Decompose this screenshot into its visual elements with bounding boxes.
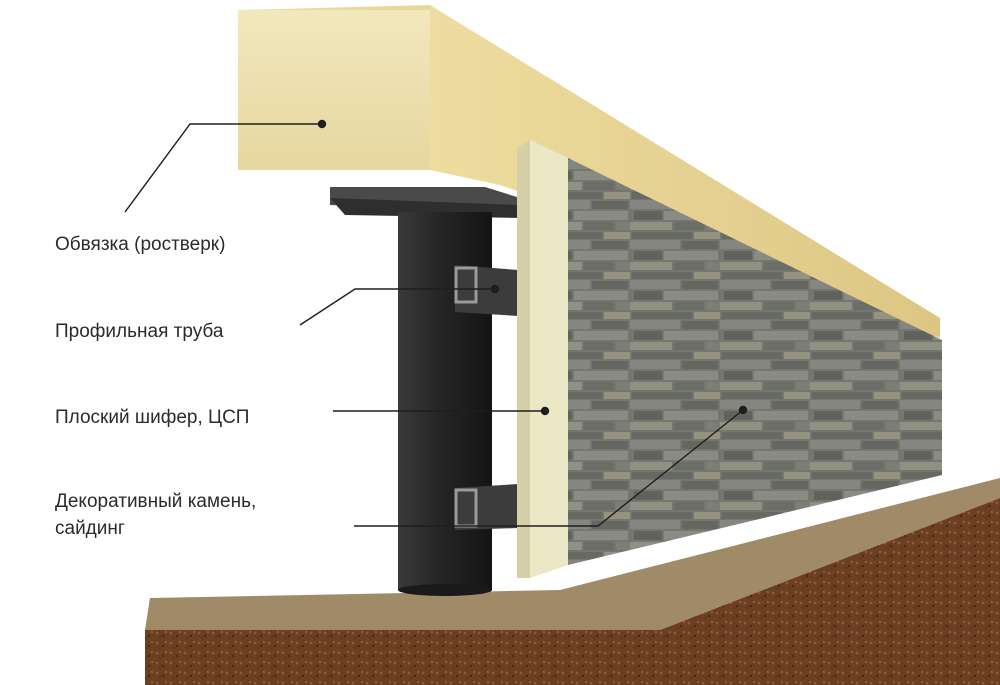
leader-strapping [124, 123, 322, 213]
ground-top [145, 478, 1000, 630]
label-flat-slate: Плоский шифер, ЦСП [55, 407, 250, 428]
profile-pipe-brackets [454, 265, 518, 530]
label-decorative-stone: Декоративный камень, сайдинг [55, 488, 256, 542]
leader-dot-profile-pipe [490, 284, 500, 294]
label-decorative-stone-line1: Декоративный камень, [55, 491, 257, 512]
ground-soil-side [660, 498, 1000, 685]
beam-front-face [238, 10, 430, 170]
label-strapping: Обвязка (ростверк) [55, 234, 226, 255]
leader-decor-stone [354, 409, 744, 527]
label-profile-pipe: Профильная труба [55, 321, 224, 342]
stone-wall [568, 158, 942, 565]
leader-dot-flat-slate [540, 406, 550, 416]
leader-profile-pipe [299, 288, 495, 326]
flat-slate-board [517, 140, 568, 578]
ground-soil-front [145, 630, 660, 685]
leader-lines [124, 119, 748, 527]
beam-side-face [430, 5, 940, 338]
leader-dot-decor-stone [738, 405, 748, 415]
ground [145, 478, 1000, 685]
label-decorative-stone-line2: сайдинг [55, 518, 125, 539]
leader-dot-strapping [317, 119, 327, 129]
